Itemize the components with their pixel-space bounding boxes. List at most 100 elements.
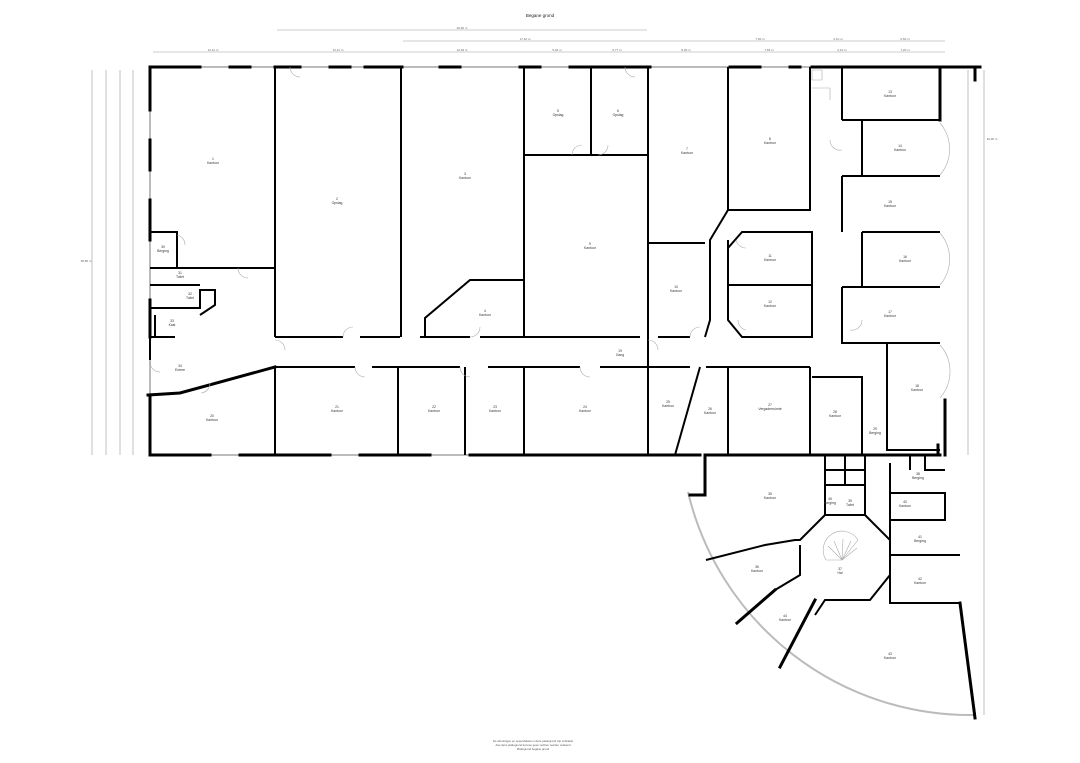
dim-top-segment: 7,65 m <box>764 48 774 52</box>
room-name: Kantoor <box>479 313 492 317</box>
room-name: Kantoor <box>764 304 777 308</box>
room-name: Kantoor <box>704 411 717 415</box>
room-name: Kast <box>169 323 176 327</box>
room-name: Berging <box>824 501 836 505</box>
room-number: 23 <box>493 405 497 409</box>
room-name: Kantoor <box>779 618 792 622</box>
room-name: Opslag <box>332 201 343 205</box>
dim-left-overall: 38,85 m <box>81 259 92 263</box>
room-number: 24 <box>583 405 587 409</box>
dimension-lines: 36,60 m 17,42 m 7,60 m 2,10 m 6,60 m 12,… <box>81 26 998 715</box>
room-number: 25 <box>666 400 670 404</box>
room-name: Berging <box>869 431 881 435</box>
dim-top-segment: 12,03 m <box>457 48 468 52</box>
room-name: Kantoor <box>459 176 472 180</box>
room-number: 44 <box>783 614 787 618</box>
footer-line-3: Plattegrond begane grond <box>517 747 550 751</box>
room-number: 33 <box>170 319 174 323</box>
room-number: 35 <box>768 492 772 496</box>
room-number: 37 <box>838 567 842 571</box>
room-number: 20 <box>210 414 214 418</box>
room-name: Kantoor <box>579 409 592 413</box>
room-number: 6 <box>617 109 619 113</box>
room-name: Berging <box>914 539 926 543</box>
footer-line-1: De afmetingen en oppervlaktes in deze pl… <box>493 739 573 743</box>
room-name: Kantoor <box>884 314 897 318</box>
dim-top-right-3: 6,60 m <box>900 37 910 41</box>
room-name: Gang <box>616 353 624 357</box>
room-name: Kantoor <box>751 569 764 573</box>
room-number: 10 <box>674 285 678 289</box>
room-number: 17 <box>888 310 892 314</box>
room-number: 19 <box>618 349 622 353</box>
dim-top-mid: 17,42 m <box>520 37 531 41</box>
room-number: 36 <box>755 565 759 569</box>
room-name: Kantoor <box>894 148 907 152</box>
room-name: Berging <box>912 476 924 480</box>
interior-walls <box>149 67 940 456</box>
dim-top-segment: 12,41 m <box>333 48 344 52</box>
room-number: 43 <box>888 652 892 656</box>
room-number: 38 <box>916 472 920 476</box>
room-name: Kantoor <box>899 259 912 263</box>
windows <box>149 66 840 456</box>
room-number: 4 <box>484 309 486 313</box>
room-name: Kantoor <box>764 496 777 500</box>
doors <box>149 66 951 399</box>
room-number: 28 <box>833 410 837 414</box>
room-name: Toilet <box>176 275 184 279</box>
room-number: 31 <box>178 271 182 275</box>
room-name: Kantoor <box>206 418 219 422</box>
room-name: Kantoor <box>829 414 842 418</box>
dim-top-segment: 7,20 m <box>900 48 910 52</box>
room-number: 42 <box>918 577 922 581</box>
lower-wing <box>687 453 977 720</box>
room-number: 32 <box>188 292 192 296</box>
room-number: 26 <box>708 407 712 411</box>
room-number: 30 <box>161 245 165 249</box>
room-number: 13 <box>888 90 892 94</box>
dim-top-segment: 5,77 m <box>612 48 622 52</box>
room-name: Kantoor <box>428 409 441 413</box>
room-number: 27 <box>768 403 772 407</box>
room-number: 5 <box>557 109 559 113</box>
plan-title: Begane grond <box>526 13 555 18</box>
room-name: Kantoor <box>584 246 597 250</box>
room-name: Opslag <box>613 113 624 117</box>
room-name: Kantoor <box>331 409 344 413</box>
room-name: Toilet <box>846 503 854 507</box>
room-number: 21 <box>335 405 339 409</box>
room-name: Berging <box>157 249 169 253</box>
footer-line-2: Aan deze plattegrond kunnen geen rechten… <box>495 743 571 747</box>
room-number: 41 <box>918 535 922 539</box>
room-name: Kantoor <box>884 656 897 660</box>
spiral-stair <box>822 530 859 561</box>
dim-top-right-1: 7,60 m <box>755 37 765 41</box>
